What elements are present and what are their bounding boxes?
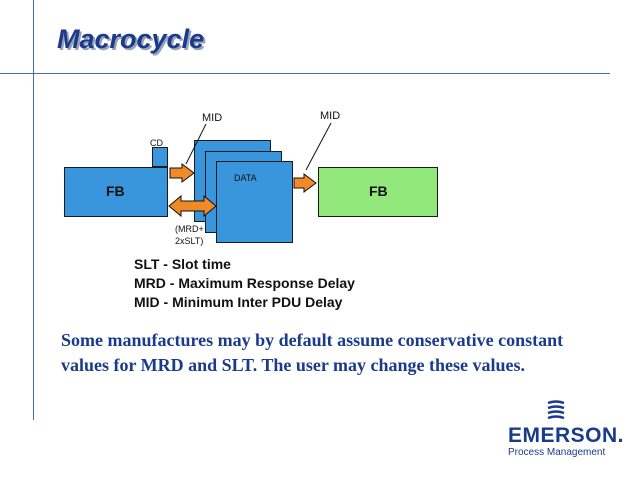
fb-right-box bbox=[318, 167, 438, 217]
fb-right-label: FB bbox=[369, 183, 388, 199]
note-text: Some manufactures may by default assume … bbox=[61, 330, 564, 375]
fb-left-box bbox=[64, 167, 168, 217]
mid-right-label: MID bbox=[320, 110, 341, 122]
mid-right-pointer bbox=[305, 122, 332, 171]
legend-mid: MID - Minimum Inter PDU Delay bbox=[134, 294, 343, 310]
data-label: DATA bbox=[234, 173, 257, 183]
cd-box bbox=[152, 147, 168, 167]
mid-right-arrow bbox=[293, 173, 317, 193]
fb-left-label: FB bbox=[106, 183, 125, 199]
frame-vertical-line bbox=[33, 0, 34, 420]
mid-left-label: MID bbox=[202, 112, 223, 124]
cd-label: CD bbox=[150, 138, 163, 148]
legend-mrd: MRD - Maximum Response Delay bbox=[134, 275, 355, 291]
mid-left-pointer bbox=[185, 123, 207, 165]
frame-horizontal-line bbox=[0, 73, 610, 74]
legend-slt: SLT - Slot time bbox=[134, 256, 231, 272]
logo-name: EMERSON. bbox=[508, 424, 625, 447]
logo-subtitle: Process Management bbox=[508, 447, 606, 458]
slide-title: Macrocycle bbox=[57, 24, 205, 54]
mrd-label-line2: 2xSLT) bbox=[175, 236, 204, 246]
emerson-logo-icon bbox=[547, 400, 565, 420]
mid-left-arrow bbox=[169, 163, 195, 183]
data-box-front bbox=[216, 161, 293, 243]
mrd-double-arrow bbox=[168, 194, 217, 218]
mrd-label-line1: (MRD+ bbox=[175, 224, 204, 234]
